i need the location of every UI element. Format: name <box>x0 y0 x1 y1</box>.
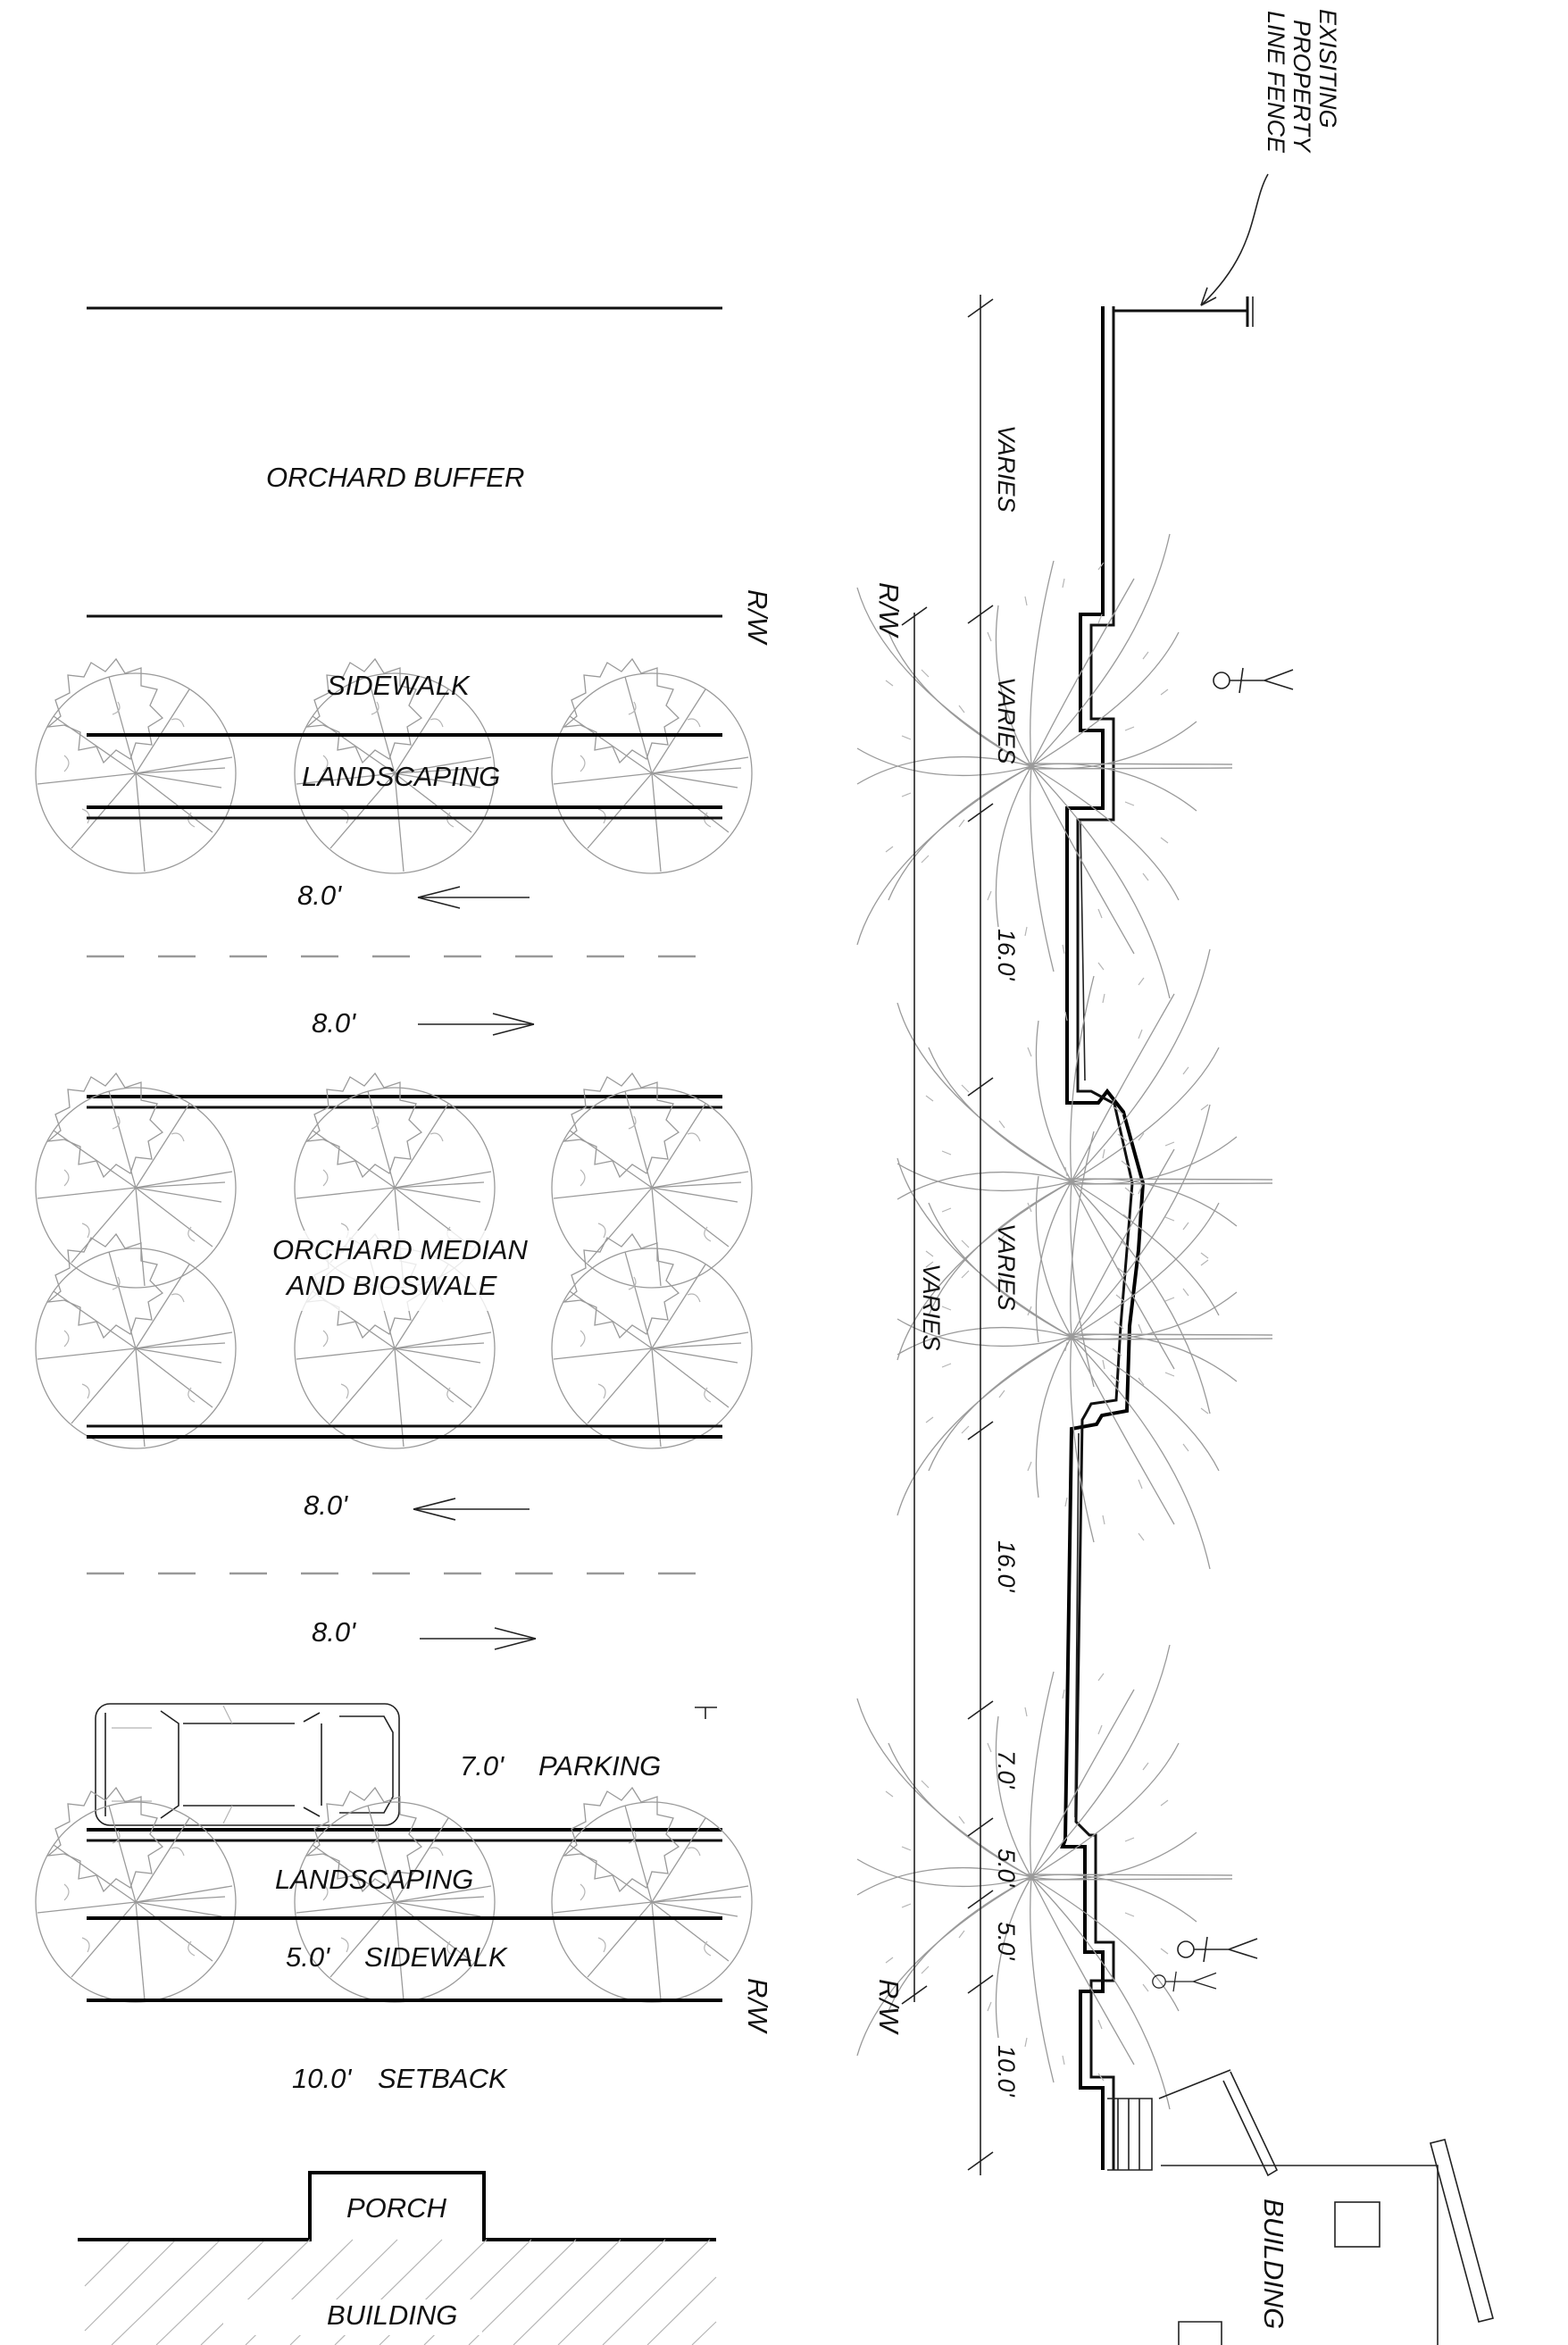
parked-car-icon <box>95 1703 400 1826</box>
parking-width: 7.0' <box>460 1750 505 1782</box>
dim-varies-2: VARIES <box>993 677 1020 764</box>
property-line-fence <box>1113 296 1254 327</box>
plan-view: ORCHARD BUFFER R/W SIDEWALK LANDSCAPING … <box>35 306 773 2345</box>
dim-5-sidewalk: 5.0' <box>993 1922 1020 1961</box>
rw-label-section-top: R/W <box>873 582 905 638</box>
lane-2-width: 8.0' <box>312 1007 356 1039</box>
dim-5-landscaping: 5.0' <box>993 1848 1020 1888</box>
median-tree-lower <box>897 1104 1273 1570</box>
dim-10-setback: 10.0' <box>993 2045 1020 2098</box>
lane-1-width: 8.0' <box>297 880 342 911</box>
ground-profile-outer <box>1060 306 1146 2170</box>
setback-width: 10.0' <box>292 2063 352 2094</box>
fence-callout-line1: EXISITING <box>1314 9 1341 129</box>
landscaping-label-bottom: LANDSCAPING <box>275 1864 473 1895</box>
median-label-line1: ORCHARD MEDIAN <box>272 1234 529 1265</box>
dim-16-2: 16.0' <box>993 1540 1020 1593</box>
bioswale-hatch <box>1110 1106 1135 1383</box>
dim-16-1: 16.0' <box>993 929 1020 981</box>
setback-label: SETBACK <box>378 2063 508 2094</box>
section-view: EXISITING PROPERTY LINE FENCE <box>856 9 1494 2345</box>
orchard-buffer-label: ORCHARD BUFFER <box>266 462 524 493</box>
building-footprint <box>78 2171 717 2345</box>
sidewalk-label-top: SIDEWALK <box>327 670 471 701</box>
porch-label: PORCH <box>346 2192 447 2224</box>
pedestrians-icon-bottom <box>1152 1936 1258 1992</box>
lane-3-width: 8.0' <box>304 1490 348 1521</box>
sidewalk-label-bottom: SIDEWALK <box>364 1941 508 1973</box>
parking-label: PARKING <box>538 1750 661 1782</box>
median-tree-upper <box>897 948 1273 1415</box>
lane-4-arrow-right <box>420 1627 537 1650</box>
rw-label-plan-bottom: R/W <box>742 1978 773 2034</box>
building-label-plan: BUILDING <box>327 2299 457 2331</box>
sidewalk-width: 5.0' <box>286 1941 330 1973</box>
rw-label-section-bottom: R/W <box>873 1979 905 2035</box>
dim-7: 7.0' <box>993 1750 1020 1790</box>
dim-varies-1: VARIES <box>993 425 1020 513</box>
ground-profile-inner <box>1074 306 1134 2170</box>
lane-1-arrow-left <box>417 886 530 909</box>
fence-callout-line3: LINE FENCE <box>1263 11 1289 154</box>
building-label-section: BUILDING <box>1258 2199 1289 2329</box>
lane-4-width: 8.0' <box>312 1616 356 1648</box>
street-tree-top <box>856 533 1233 999</box>
rw-overall-dim: VARIES <box>918 1264 945 1351</box>
lane-3-arrow-left <box>413 1498 530 1521</box>
building-section <box>1107 2069 1494 2345</box>
rw-label-plan-top: R/W <box>742 589 773 646</box>
fence-leader-arrow <box>1200 173 1269 306</box>
fence-callout-line2: PROPERTY <box>1289 20 1315 154</box>
street-tree-bottom <box>856 1644 1233 2110</box>
dimension-ticks <box>967 298 994 2171</box>
dim-varies-3: VARIES <box>993 1223 1020 1311</box>
pedestrian-icon-top <box>1213 667 1294 694</box>
median-label-line2: AND BIOSWALE <box>285 1270 497 1301</box>
lane-2-arrow-right <box>418 1013 535 1036</box>
landscaping-label-top: LANDSCAPING <box>302 761 500 792</box>
